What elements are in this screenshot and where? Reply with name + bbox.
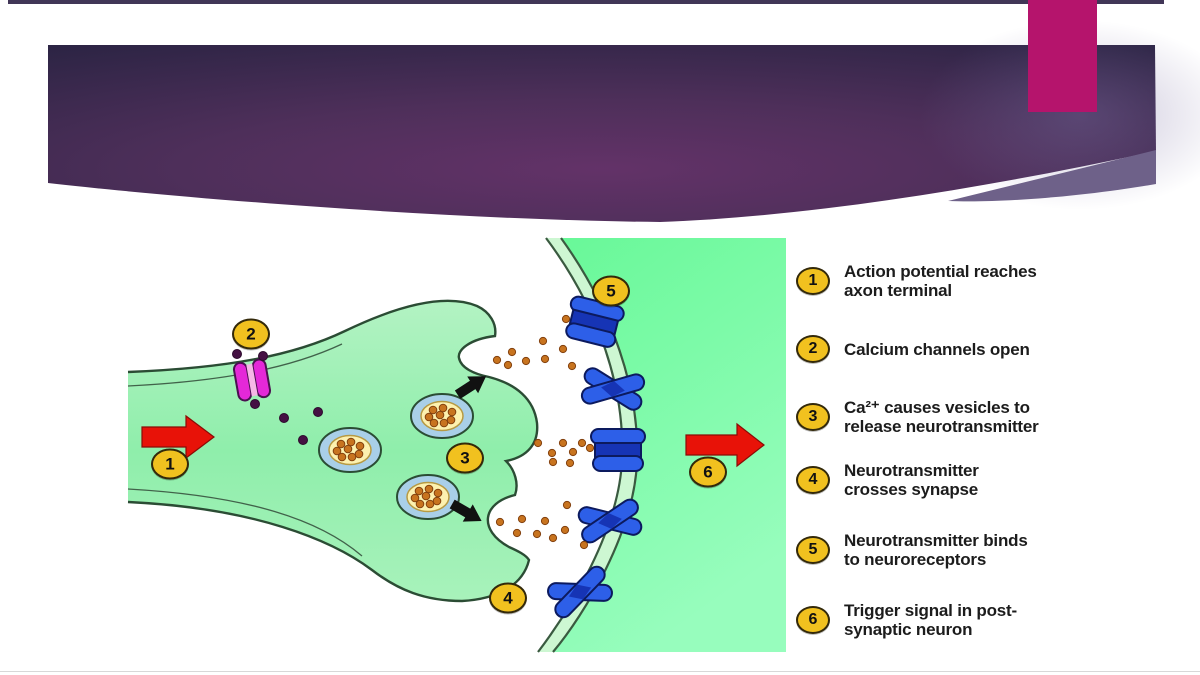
diagram-badge-1: 1: [151, 448, 189, 480]
legend-line: Neurotransmitter: [844, 461, 979, 480]
banner-wedge: [948, 150, 1156, 202]
release-arrow-up-icon: [454, 376, 487, 399]
legend-item-3: 3 Ca²⁺ causes vesicles to release neurot…: [796, 398, 1174, 436]
title-banner: [48, 45, 1156, 222]
legend-item-5: 5 Neurotransmitter binds to neurorecepto…: [796, 531, 1174, 569]
vesicle-icon-1: [318, 427, 382, 473]
axon-inner-line-bottom: [127, 488, 363, 557]
legend-line: synaptic neuron: [844, 620, 973, 639]
diagram-badge-5: 5: [592, 275, 630, 307]
neurotransmitter-dots-upper: [492, 314, 577, 371]
slide-bottom-edge: [0, 671, 1200, 672]
legend-badge-2: 2: [796, 335, 830, 363]
receptor-icon-4: [577, 498, 643, 544]
legend-item-1: 1 Action potential reaches axon terminal: [796, 262, 1174, 300]
legend-line: Calcium channels open: [844, 339, 1030, 359]
top-strip: [8, 0, 1164, 4]
legend-line: axon terminal: [844, 281, 952, 300]
presynaptic-outline: [127, 299, 539, 603]
legend-text-5: Neurotransmitter binds to neuroreceptors: [844, 531, 1174, 569]
calcium-channel-icon: [232, 358, 272, 402]
legend-badge-5: 5: [796, 536, 830, 564]
legend-item-6: 6 Trigger signal in post- synaptic neuro…: [796, 601, 1174, 639]
legend-badge-3: 3: [796, 403, 830, 431]
calcium-ion-dots: [232, 349, 323, 445]
receptor-icon-5: [547, 565, 613, 619]
vesicle-icon-2: [410, 393, 474, 439]
legend-badge-1: 1: [796, 267, 830, 295]
diagram-badge-3: 3: [446, 442, 484, 474]
action-potential-arrow-icon: [141, 414, 215, 460]
legend-badge-6: 6: [796, 606, 830, 634]
legend-item-2: 2 Calcium channels open: [796, 335, 1174, 363]
legend-text-6: Trigger signal in post- synaptic neuron: [844, 601, 1174, 639]
diagram-badge-4: 4: [489, 582, 527, 614]
legend-line: Neurotransmitter binds: [844, 531, 1028, 550]
legend-badge-4: 4: [796, 466, 830, 494]
receptor-icon-2: [580, 367, 646, 411]
legend-line: Action potential reaches: [844, 262, 1037, 281]
legend-line: release neurotransmitter: [844, 417, 1039, 436]
diagram-badge-6: 6: [689, 456, 727, 488]
neurotransmitter-dots-middle: [533, 438, 595, 468]
legend-item-4: 4 Neurotransmitter crosses synapse: [796, 461, 1174, 499]
receptor-icon-3: [590, 428, 646, 472]
legend-text-4: Neurotransmitter crosses synapse: [844, 461, 1174, 499]
neurotransmitter-dots-lower: [495, 500, 589, 550]
postsynaptic-neuron-shape: [553, 238, 786, 652]
diagram-badge-2: 2: [232, 318, 270, 350]
legend-text-2: Calcium channels open: [844, 340, 1174, 359]
accent-bar: [1028, 0, 1097, 112]
vesicle-icon-3: [396, 474, 460, 520]
legend-text-1: Action potential reaches axon terminal: [844, 262, 1174, 300]
postsynaptic-signal-arrow-icon: [685, 422, 765, 468]
legend-line: crosses synapse: [844, 480, 979, 499]
legend-text-3: Ca²⁺ causes vesicles to release neurotra…: [844, 398, 1174, 436]
release-arrow-down-icon: [449, 499, 482, 522]
legend-line: Ca²⁺ causes vesicles to: [844, 398, 1030, 417]
legend-line: to neuroreceptors: [844, 550, 987, 569]
legend-line: Trigger signal in post-: [844, 601, 1017, 620]
